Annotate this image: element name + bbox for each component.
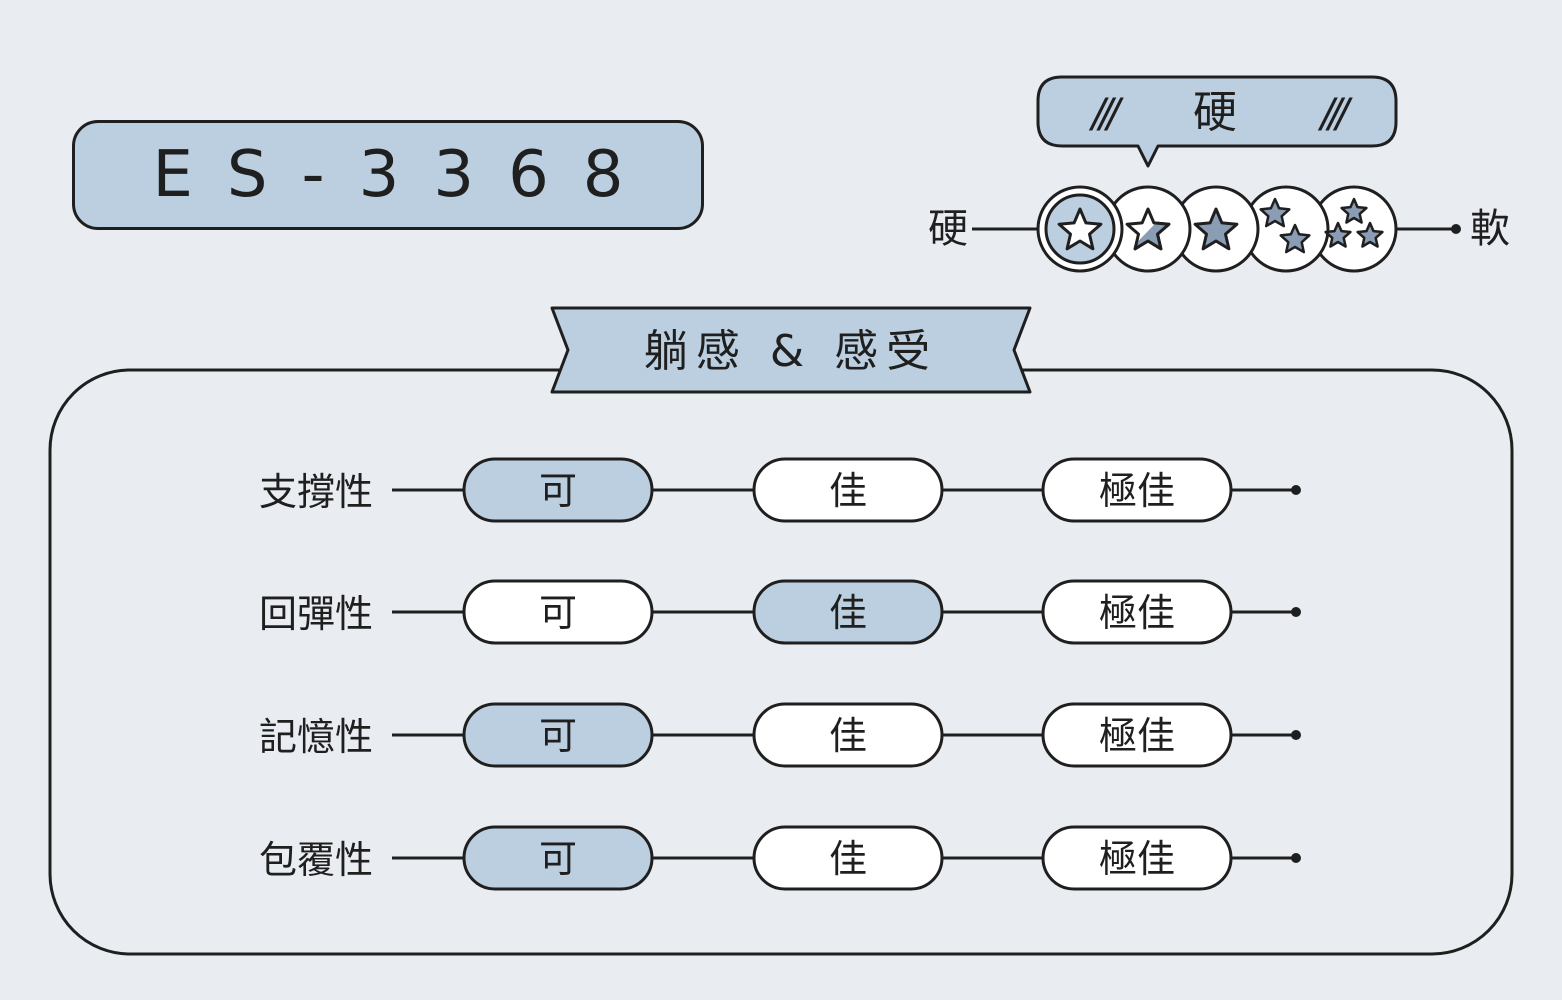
rating-row: 回彈性 可 佳 極佳 [259, 579, 1301, 645]
firmness-left-label: 硬 [928, 206, 968, 252]
rating-option-selected [462, 825, 654, 891]
rating-option-label: 佳 [829, 469, 867, 513]
star-triple-icon-a [1340, 197, 1368, 224]
star-triple-icon-b [1324, 221, 1352, 248]
rating-option-label: 佳 [829, 591, 867, 635]
model-code-badge: ES-3368 [72, 120, 704, 230]
rating-row-end-dot [1291, 607, 1301, 617]
rating-option [1041, 457, 1233, 523]
firmness-callout: /// 硬 /// [1036, 75, 1398, 168]
star-double-icon-a [1259, 197, 1291, 228]
rating-option [462, 579, 654, 645]
rating-option-label: 可 [539, 837, 577, 881]
rating-option-label: 極佳 [1099, 837, 1175, 881]
rating-option-selected [752, 579, 944, 645]
rating-rows: 支撐性可佳極佳回彈性可佳極佳記憶性可佳極佳包覆性可佳極佳 [259, 457, 1301, 891]
rating-option-label: 極佳 [1099, 469, 1175, 513]
section-ribbon: 躺感 & 感受 [550, 306, 1032, 394]
rating-row-label: 支撐性 [259, 470, 373, 514]
rating-row-end-dot [1291, 730, 1301, 740]
model-code: ES-3368 [152, 138, 658, 212]
rating-row-end-dot [1291, 485, 1301, 495]
rating-option [752, 702, 944, 768]
callout-label: 硬 [1193, 87, 1237, 138]
rating-option-label: 佳 [829, 714, 867, 758]
star-double-icon-b [1279, 223, 1311, 254]
rating-option [1041, 702, 1233, 768]
rating-option-label: 可 [539, 469, 577, 513]
rating-option-selected [462, 457, 654, 523]
rating-option [752, 825, 944, 891]
rating-row: 支撐性 可 佳 極佳 [259, 457, 1301, 523]
section-title: 躺感 & 感受 [644, 326, 938, 377]
rating-row-label: 記憶性 [259, 715, 373, 759]
rating-option [1041, 825, 1233, 891]
firmness-star-icons [1057, 197, 1384, 254]
rating-row-end-dot [1291, 853, 1301, 863]
rating-row-label: 包覆性 [259, 838, 373, 882]
firmness-scale: 硬 軟 [928, 185, 1510, 273]
firmness-right-label: 軟 [1470, 206, 1510, 252]
star-triple-icon-c [1356, 221, 1384, 248]
rating-row: 包覆性 可 佳 極佳 [259, 825, 1301, 891]
rating-option [752, 457, 944, 523]
rating-option-label: 極佳 [1099, 714, 1175, 758]
rating-row: 記憶性 可 佳 極佳 [259, 702, 1301, 768]
rating-option-label: 可 [539, 591, 577, 635]
star-outline-icon [1057, 207, 1103, 251]
scale-end-dot [1451, 224, 1461, 234]
rating-row-label: 回彈性 [259, 592, 373, 636]
rating-option-label: 極佳 [1099, 591, 1175, 635]
rating-option-selected [462, 702, 654, 768]
star-filled-icon [1193, 207, 1239, 251]
rating-option [1041, 579, 1233, 645]
rating-option-label: 可 [539, 714, 577, 758]
rating-option-label: 佳 [829, 837, 867, 881]
